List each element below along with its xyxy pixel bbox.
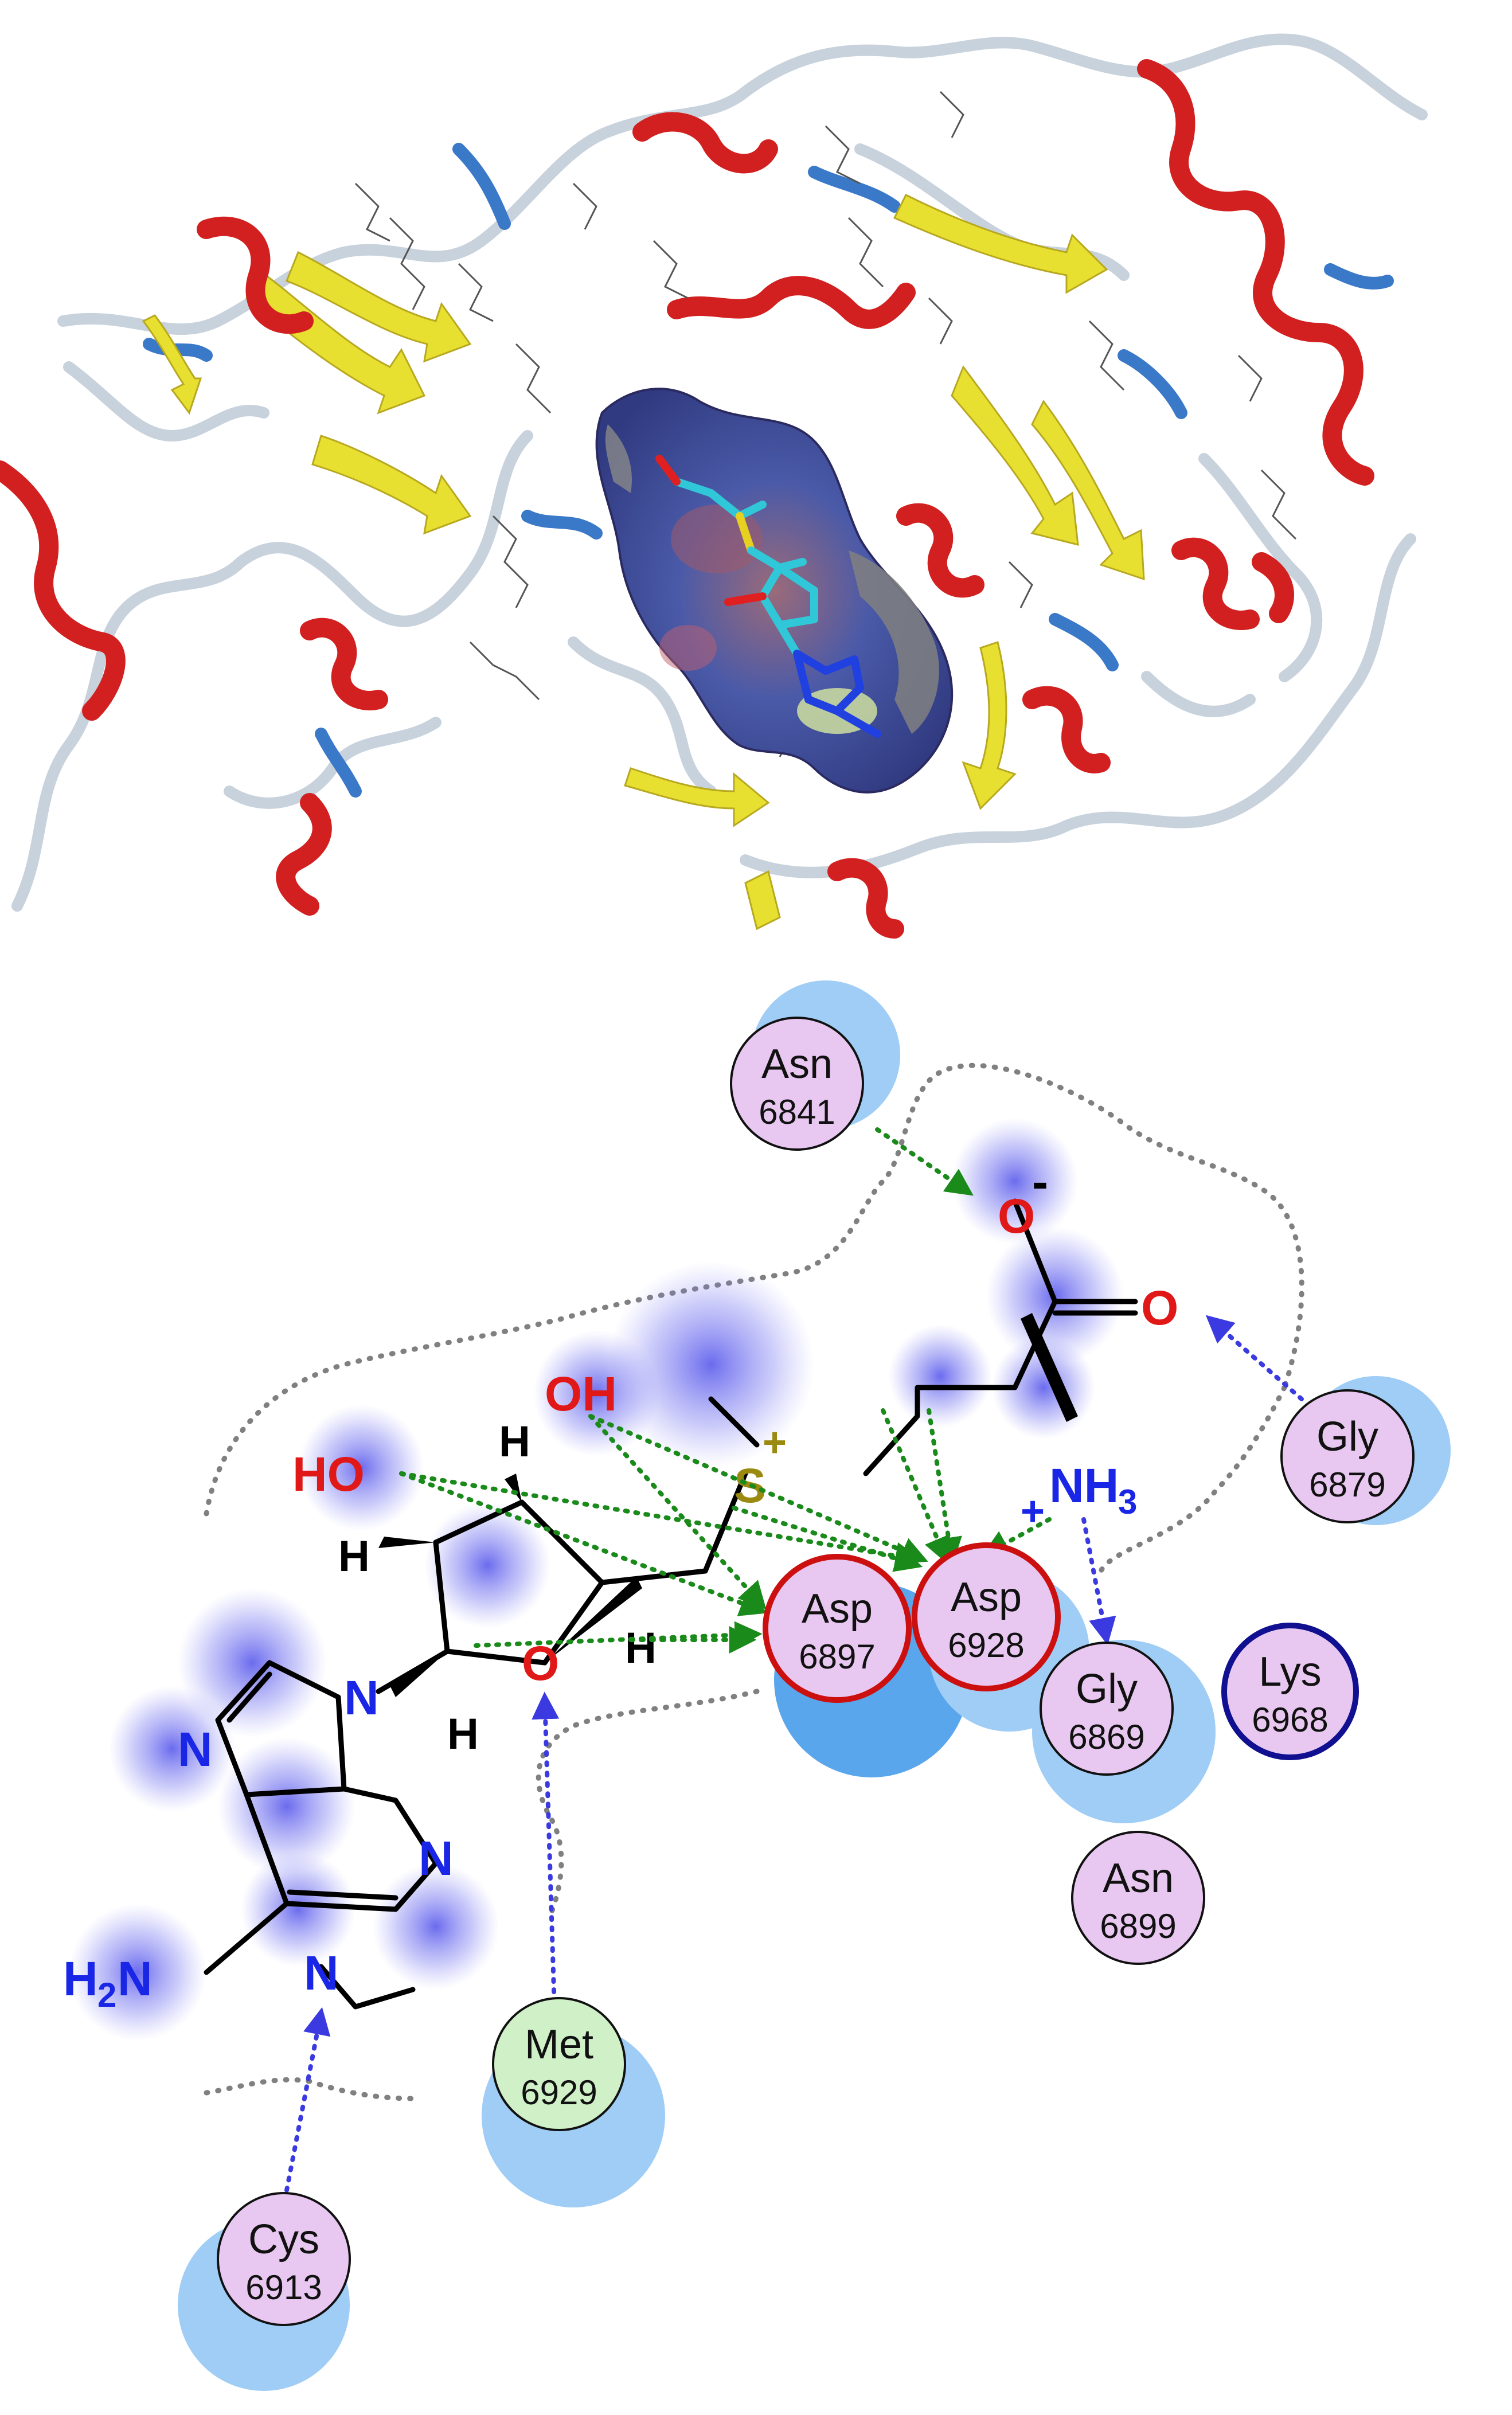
atom-nh3-sub: 3 — [1118, 1483, 1137, 1521]
coil-segments — [11, 33, 1428, 912]
ligand-atom-glows — [69, 1118, 1124, 2041]
ligand-atom-labels: O - O OH HO S + NH 3 + H H H H O N N N N… — [63, 1155, 1178, 2014]
atom-oh-top: OH — [545, 1367, 617, 1421]
residue-asp6928[interactable]: Asp 6928 — [912, 1542, 1061, 1691]
residue-cys6913[interactable]: Cys 6913 — [217, 2192, 351, 2326]
atom-nh2-n: N — [118, 1952, 153, 2006]
atom-n9: N — [344, 1671, 379, 1725]
atom-h-left: H — [338, 1532, 370, 1581]
residue-number: 6899 — [1100, 1907, 1176, 1945]
residue-name: Gly — [1076, 1666, 1138, 1712]
residue-asn6899[interactable]: Asn 6899 — [1071, 1831, 1205, 1965]
atom-o-minus-charge: - — [1032, 1155, 1048, 1209]
atom-ho-left: HO — [292, 1447, 365, 1501]
residue-number: 6968 — [1252, 1701, 1328, 1739]
residue-name: Asn — [761, 1041, 833, 1087]
atom-o-minus: O — [998, 1189, 1035, 1243]
pocket-outline — [204, 1062, 1304, 2101]
residue-lys6968[interactable]: Lys 6968 — [1221, 1623, 1359, 1760]
atom-n3: N — [419, 1831, 454, 1885]
atom-o-carboxyl: O — [1141, 1281, 1178, 1335]
protein-structure-panel — [0, 0, 1512, 952]
atom-n7: N — [178, 1722, 213, 1776]
beta-sheets — [142, 193, 1145, 931]
adenine-ring — [204, 1660, 439, 2010]
atom-nh3-charge: + — [1021, 1488, 1045, 1534]
atom-h-c1: H — [447, 1710, 479, 1759]
residue-number: 6929 — [521, 2073, 597, 2112]
stereo-wedges — [378, 1313, 1078, 1697]
atom-h-c4: H — [625, 1624, 657, 1672]
atom-nh3: NH — [1049, 1459, 1119, 1513]
residue-asn6841[interactable]: Asn 6841 — [730, 1017, 864, 1151]
interaction-diagram-panel: O - O OH HO S + NH 3 + H H H H O N N N N… — [63, 980, 1451, 2391]
residue-name: Met — [525, 2022, 593, 2068]
residue-gly6879[interactable]: Gly 6879 — [1280, 1389, 1415, 1523]
residue-name: Asn — [1103, 1855, 1174, 1901]
hbond-green-arrows — [399, 1127, 1052, 1654]
residue-number: 6879 — [1309, 1466, 1385, 1504]
alpha-helices — [0, 59, 1374, 939]
atom-h-top: H — [499, 1417, 530, 1466]
atom-s-charge: + — [763, 1420, 787, 1466]
side-chain-sticks — [354, 91, 1297, 757]
atom-n1: N — [304, 1946, 339, 2000]
residue-name: Lys — [1259, 1649, 1321, 1695]
residue-asp6897[interactable]: Asp 6897 — [763, 1554, 912, 1703]
atom-nh2-h: H — [63, 1952, 98, 2006]
atom-nh2-sub: 2 — [97, 1976, 116, 2014]
residue-number: 6869 — [1068, 1718, 1144, 1756]
residue-name: Asp — [951, 1574, 1022, 1620]
residue-name: Cys — [248, 2217, 319, 2262]
residue-name: Asp — [802, 1586, 873, 1632]
residue-name: Gly — [1316, 1414, 1378, 1460]
residue-gly6869[interactable]: Gly 6869 — [1040, 1642, 1174, 1776]
residue-number: 6913 — [245, 2268, 322, 2307]
residue-met6929[interactable]: Met 6929 — [492, 1997, 626, 2131]
residue-number: 6928 — [948, 1626, 1024, 1664]
coil-blue-accents — [143, 143, 1394, 798]
residue-number: 6897 — [799, 1638, 875, 1676]
ligand-sticks — [655, 455, 881, 738]
residue-number: 6841 — [759, 1093, 835, 1131]
